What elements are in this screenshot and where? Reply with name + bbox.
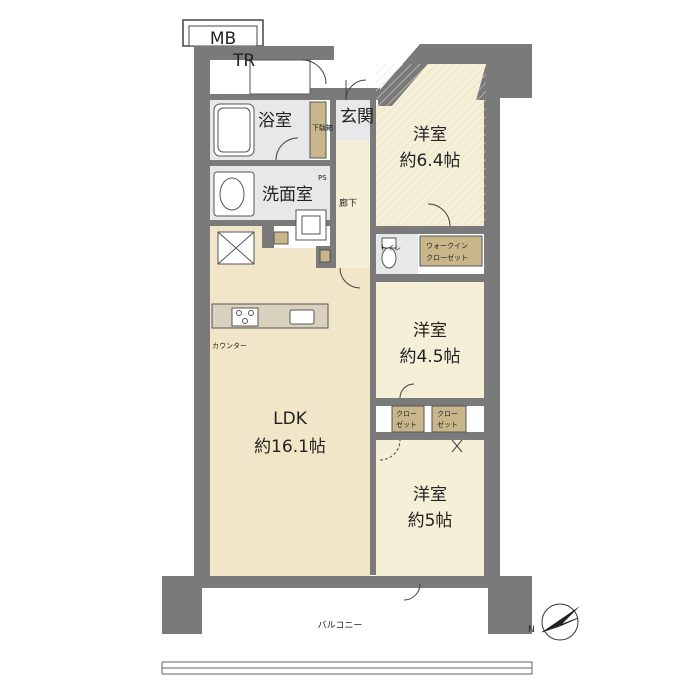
ldk-name: LDK <box>273 409 308 429</box>
sink-icon <box>289 309 315 325</box>
ldk-floor <box>210 226 370 576</box>
stove-icon <box>231 307 259 327</box>
entrance-floor <box>336 100 370 140</box>
tr-label: TR <box>232 51 255 71</box>
corridor-label: 廊下 <box>339 197 357 209</box>
bathtub-icon <box>213 103 255 157</box>
mb-label: MB <box>210 29 236 49</box>
wash-basin-icon <box>213 171 255 217</box>
balcony-label: バルコニー <box>318 620 363 631</box>
outer-walls <box>162 44 532 634</box>
closet-a-line1: クロー <box>396 410 417 418</box>
fixtures <box>211 103 397 329</box>
ldk-door-swing <box>339 267 361 289</box>
closet-a <box>391 405 425 433</box>
western3-name: 洋室 <box>413 485 447 505</box>
western2-size: 約4.5帖 <box>399 347 460 367</box>
corridor-floor <box>336 140 370 268</box>
walk-in-closet-line1: ウォークイン <box>426 242 468 250</box>
western2-name: 洋室 <box>413 321 447 341</box>
utility-box-icon <box>273 231 289 245</box>
counter-label: カウンター <box>212 341 247 350</box>
closets <box>309 101 483 433</box>
balcony-door-swing <box>403 583 421 601</box>
toilet-bowl-icon <box>381 247 397 269</box>
western2-floor <box>376 282 484 398</box>
bath-door-swing <box>275 137 299 161</box>
shoe-box <box>309 101 327 159</box>
compass-icon: N <box>528 603 580 641</box>
walk-in-closet <box>419 235 483 267</box>
basin-bowl <box>219 177 245 211</box>
utility-box2-icon <box>319 249 331 263</box>
closet-b-line1: クロー <box>437 410 458 418</box>
balcony <box>161 661 533 675</box>
ps-label: PS <box>318 174 327 182</box>
washroom-label: 洗面室 <box>262 185 313 205</box>
western3-floor <box>376 440 484 576</box>
closet-a-line2: ゼット <box>396 420 417 429</box>
toilet-label: トイレ <box>380 244 401 252</box>
washer-icon <box>295 209 327 241</box>
shoe-box-label: 下駄箱 <box>312 123 333 132</box>
western1-size: 約6.4帖 <box>399 151 460 171</box>
closet-b-line2: ゼット <box>437 420 458 429</box>
bath-label: 浴室 <box>258 111 292 131</box>
western1-name: 洋室 <box>413 125 447 145</box>
tr-door-swing <box>301 59 327 85</box>
ldk-size: 約16.1帖 <box>254 437 326 457</box>
western3-size: 約5帖 <box>408 511 453 531</box>
compass-north-label: N <box>528 625 535 635</box>
western1-door-swing <box>427 203 451 227</box>
labels: TR 浴室 洗面室 PS 玄関 廊下 トイレ 下駄箱 ウォークイン クローゼット… <box>212 51 468 631</box>
closet-b <box>431 405 467 433</box>
entrance-label: 玄関 <box>340 107 374 127</box>
bathtub-inner <box>217 107 251 153</box>
western3-door-swing <box>379 439 401 461</box>
walk-in-closet-line2: クローゼット <box>426 253 468 262</box>
western2-closet-door-swing <box>399 383 415 399</box>
mb-box: MB <box>182 19 264 49</box>
doors <box>275 59 463 601</box>
